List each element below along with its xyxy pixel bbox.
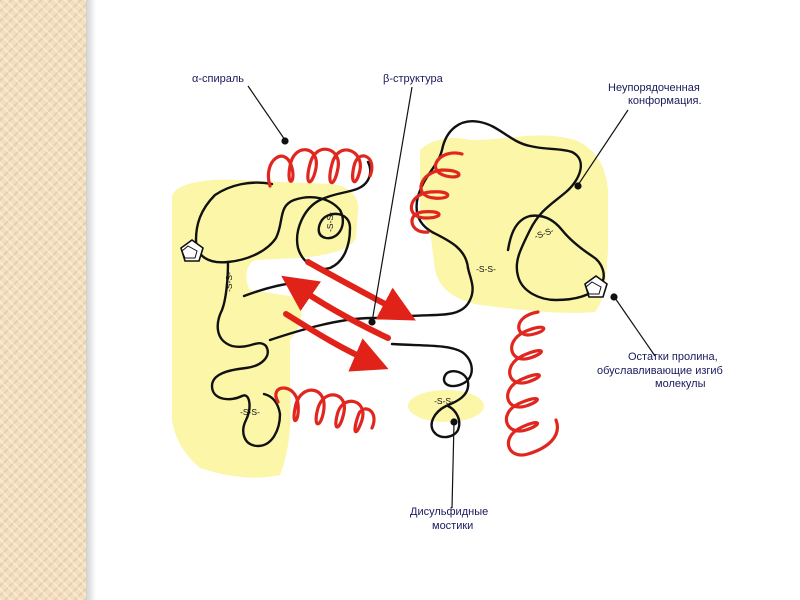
beta-strands [286,262,400,362]
bridge-label-5: -S-S- [476,264,496,274]
alpha-helix-bottom-right [506,312,557,455]
label-disordered-line-2: конформация. [628,95,702,107]
leader-alpha-dot [282,138,288,144]
label-beta-structure: β-структура [383,73,444,85]
label-proline-line-1: Остатки пролина, [628,351,718,363]
bridge-label-4: -S-S- [434,396,454,406]
leader-proline-dot [611,294,617,300]
leader-disordered-dot [575,183,581,189]
leader-beta [372,87,412,322]
leader-beta-dot [369,319,375,325]
label-alpha-helix: α-спираль [192,73,244,85]
leader-disulfide-dot [451,419,457,425]
bridge-label-3: -S-S- [240,407,260,417]
bridge-label-1: -S-S- [325,212,335,232]
leader-proline [615,298,655,356]
label-disulfide-line-2: мостики [432,520,473,532]
label-proline-line-2: обуславливающие изгиб [597,365,723,377]
bridge-label-2: -S-S- [224,272,234,292]
label-disordered-line-1: Неупорядоченная [608,82,700,94]
label-disulfide-line-1: Дисульфидные [410,506,488,518]
label-proline-line-3: молекулы [655,378,706,390]
leader-alpha [248,86,285,140]
alpha-helix-top [268,149,371,186]
lower-middle-chain [392,344,472,437]
